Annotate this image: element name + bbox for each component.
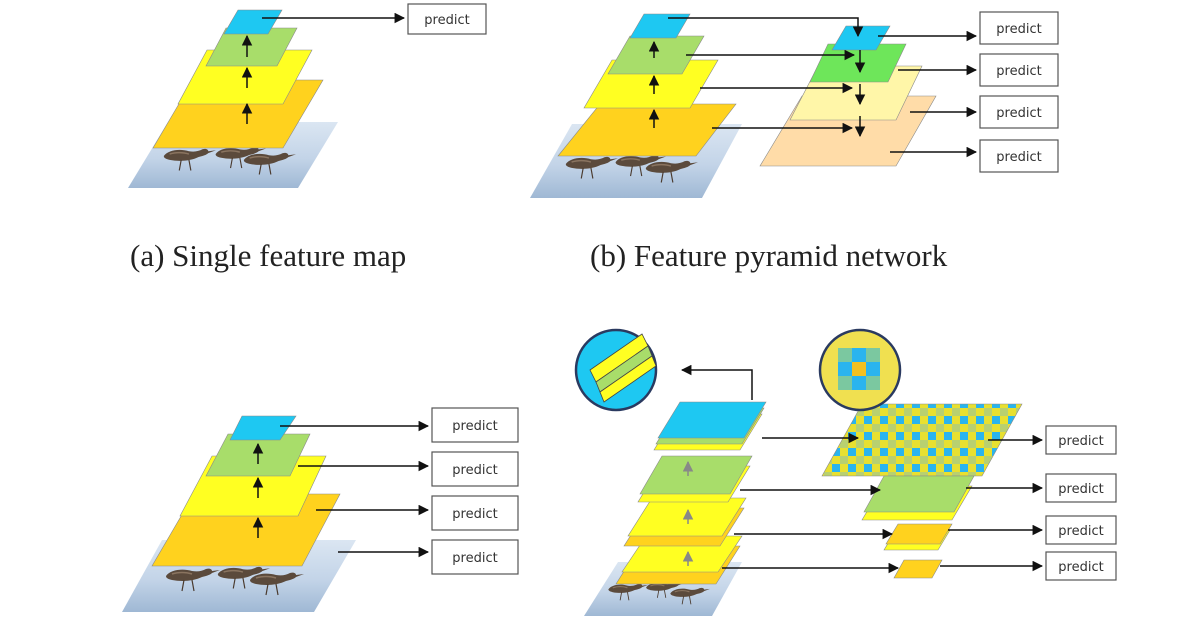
predict-label: predict — [996, 150, 1041, 165]
grid-layer — [821, 403, 1023, 477]
panel-c: predict predict predict predict — [122, 407, 519, 612]
predict-label: predict — [452, 463, 497, 478]
predict-label: predict — [1058, 524, 1103, 539]
predict-label: predict — [452, 419, 497, 434]
predict-label: predict — [1058, 482, 1103, 497]
predict-label: predict — [452, 507, 497, 522]
predict-label: predict — [996, 106, 1041, 121]
magnifier-icon — [818, 328, 902, 412]
panel-a: predict (a) Single feature map — [128, 3, 487, 273]
layer-blue — [223, 9, 283, 35]
panel-d: predict predict predict predict — [574, 328, 1117, 616]
predict-label: predict — [996, 22, 1041, 37]
predict-label: predict — [1058, 434, 1103, 449]
magnifier-icon — [574, 328, 658, 412]
layer-green — [205, 27, 298, 67]
predict-label: predict — [424, 13, 469, 28]
predict-label: predict — [996, 64, 1041, 79]
caption-b: (b) Feature pyramid network — [590, 238, 948, 273]
predict-label: predict — [1058, 560, 1103, 575]
predict-box — [407, 3, 487, 35]
predict-label: predict — [452, 551, 497, 566]
caption-a: (a) Single feature map — [130, 238, 406, 273]
panel-b: predict predict predict predict (b) Feat… — [530, 11, 1059, 273]
